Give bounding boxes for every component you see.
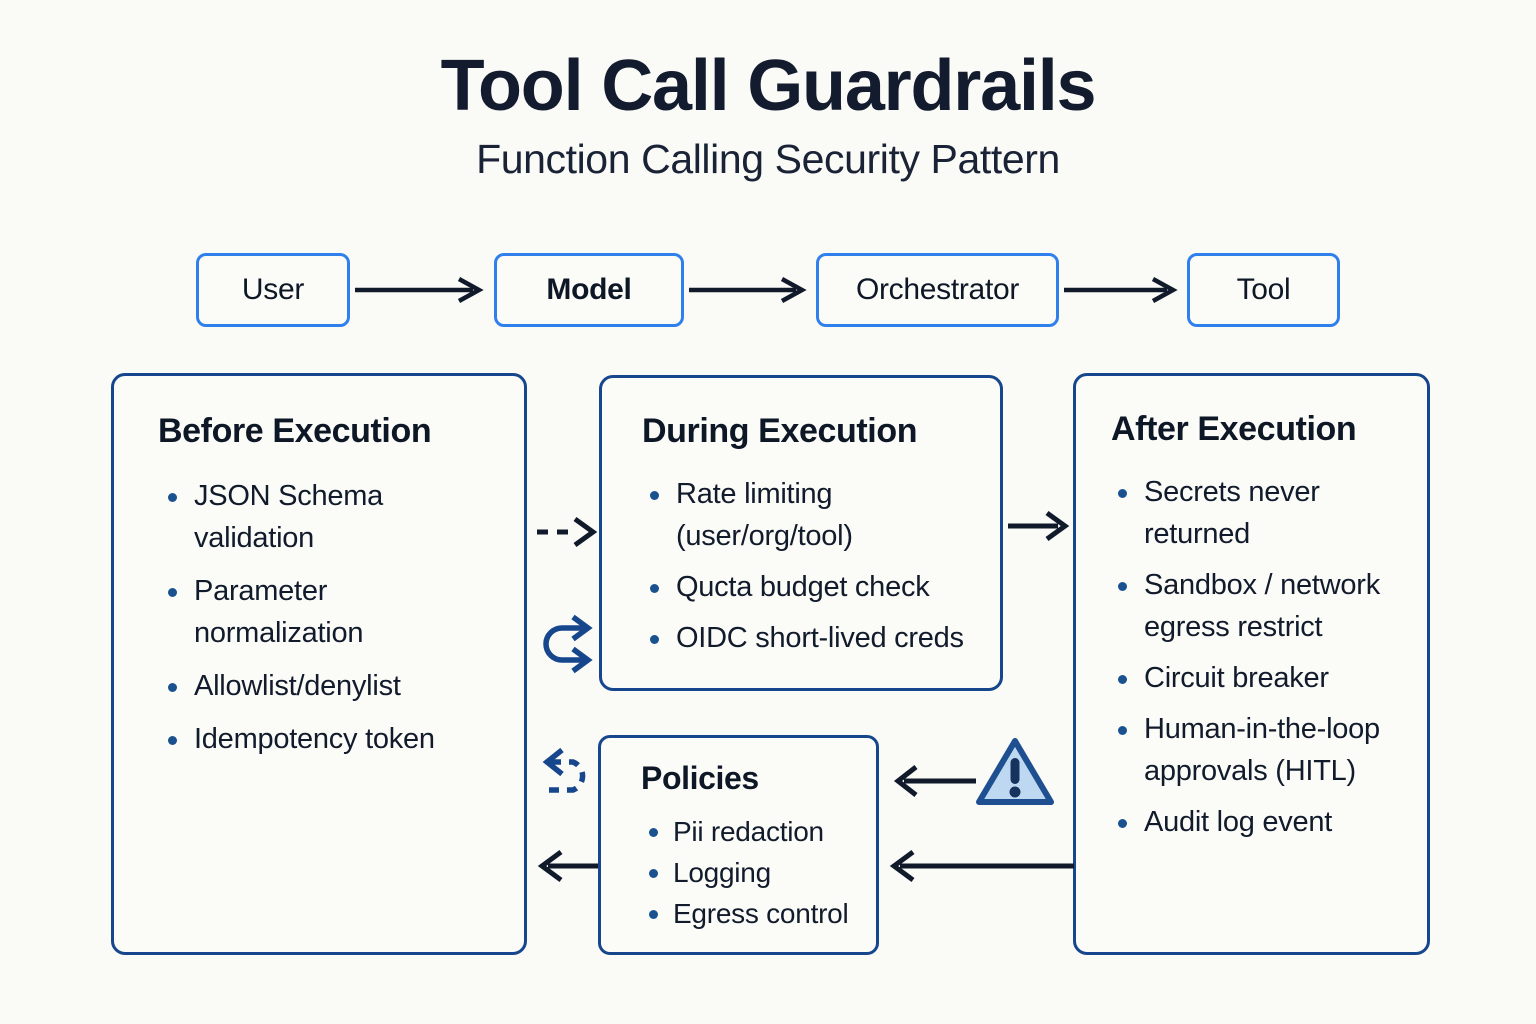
panel-before-title: Before Execution xyxy=(158,412,432,450)
panel-after-execution[interactable]: After Execution Secrets never returned S… xyxy=(1073,373,1430,955)
loop-arrow-icon xyxy=(543,614,593,674)
arrow-policies-to-before-icon xyxy=(537,849,598,883)
header: Tool Call Guardrails Function Calling Se… xyxy=(0,46,1536,185)
panel-during-title: During Execution xyxy=(642,412,918,450)
flow-node-tool-label: Tool xyxy=(1236,273,1291,306)
warning-triangle-icon xyxy=(976,738,1054,805)
flow-node-orchestrator[interactable]: Orchestrator xyxy=(816,253,1059,327)
arrow-warning-to-policies-icon xyxy=(893,765,976,797)
list-item: Circuit breaker xyxy=(1116,657,1416,699)
page-title: Tool Call Guardrails xyxy=(440,46,1097,126)
panel-before-list: JSON Schema validation Parameter normali… xyxy=(166,475,496,760)
arrow-orchestrator-to-tool xyxy=(1064,277,1178,303)
list-item: OIDC short-lived creds xyxy=(648,617,978,659)
page-subtitle: Function Calling Security Pattern xyxy=(476,135,1060,182)
pipeline-flow-row: User Model Orchestrator Tool xyxy=(0,253,1536,327)
panel-during-execution[interactable]: During Execution Rate limiting (user/org… xyxy=(599,375,1003,691)
flow-node-tool[interactable]: Tool xyxy=(1187,253,1340,327)
flow-node-user-label: User xyxy=(241,273,305,306)
flow-node-user[interactable]: User xyxy=(196,253,350,327)
arrow-before-to-during-icon xyxy=(537,516,598,548)
panel-policies-list: Pii redaction Logging Egress control xyxy=(647,811,872,934)
list-item: Sandbox / network egress restrict xyxy=(1116,564,1416,648)
list-item: Secrets never returned xyxy=(1116,471,1416,555)
panel-policies-title: Policies xyxy=(641,760,759,796)
flow-node-model-label: Model xyxy=(546,273,632,306)
panel-before-execution[interactable]: Before Execution JSON Schema validation … xyxy=(111,373,527,955)
arrow-during-to-after-icon xyxy=(1008,510,1070,542)
list-item: Egress control xyxy=(647,893,872,934)
panel-policies[interactable]: Policies Pii redaction Logging Egress co… xyxy=(598,735,879,955)
list-item: Allowlist/denylist xyxy=(166,665,496,707)
list-item: Logging xyxy=(647,852,872,893)
list-item: Human-in-the-loop approvals (HITL) xyxy=(1116,708,1416,792)
dashed-loop-arrow-icon xyxy=(542,747,586,793)
arrow-user-to-model xyxy=(355,277,484,303)
list-item: Audit log event xyxy=(1116,801,1416,843)
arrow-after-to-policies-icon xyxy=(889,849,1074,883)
list-item: Idempotency token xyxy=(166,718,496,760)
panel-after-list: Secrets never returned Sandbox / network… xyxy=(1116,471,1416,843)
panel-during-list: Rate limiting (user/org/tool) Qucta budg… xyxy=(648,473,978,659)
flow-node-orchestrator-label: Orchestrator xyxy=(855,273,1020,306)
list-item: Pii redaction xyxy=(647,811,872,852)
list-item: Rate limiting (user/org/tool) xyxy=(648,473,978,557)
list-item: Parameter normalization xyxy=(166,570,496,654)
arrow-model-to-orchestrator xyxy=(689,277,807,303)
list-item: JSON Schema validation xyxy=(166,475,496,559)
panel-after-title: After Execution xyxy=(1111,410,1357,448)
flow-node-model[interactable]: Model xyxy=(494,253,684,327)
list-item: Qucta budget check xyxy=(648,566,978,608)
